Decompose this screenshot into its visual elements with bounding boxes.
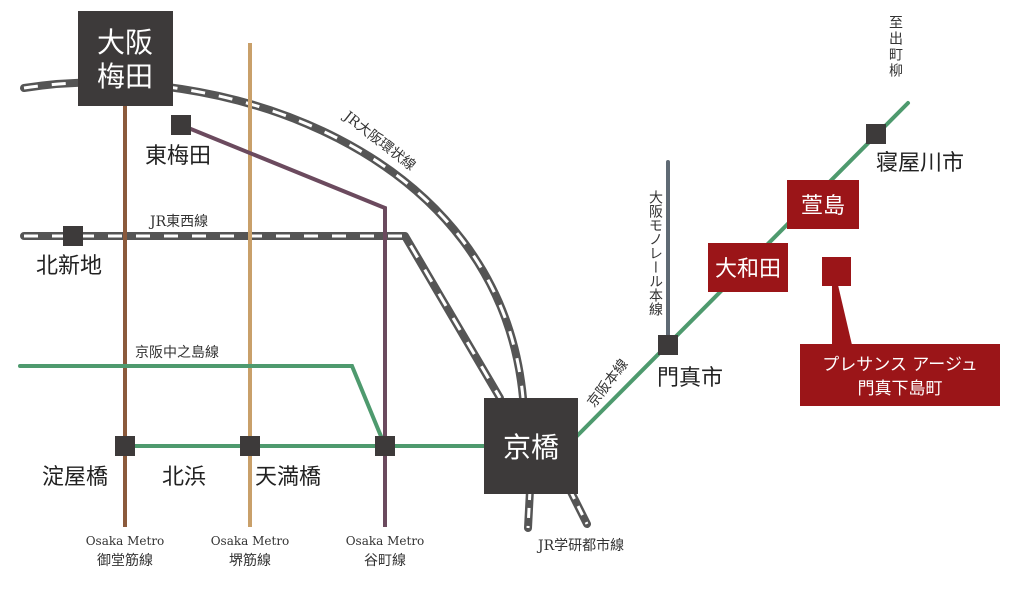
tanimachi-line [180,123,387,527]
station-kayashima [787,180,859,229]
label-jr-tozai: JR東西線 [148,214,208,230]
station-higashi-umeda [171,115,191,135]
station-kadomashi [658,335,678,355]
property-marker [822,257,851,286]
label-jr-gakkentoshi: JR学研都市線 [536,537,624,554]
station-yodoyabashi [115,436,135,456]
label-keihan-nakanoshima: 京阪中之島線 [135,345,219,361]
property-name: プレサンス アージュ [822,355,978,375]
label-kadomashi: 門真市 [657,366,723,391]
station-daiwada [708,243,788,292]
label-kitashinchi: 北新地 [36,254,102,279]
property-location: 門真下島町 [858,379,943,399]
station-kitashinchi [63,226,83,246]
label-metro-prefix-midosuji: Osaka Metro [86,534,165,548]
property-callout [800,344,1000,406]
umeda-label-1: 大阪 [97,26,153,59]
label-metro-prefix-sakaisuji: Osaka Metro [211,534,290,548]
station-neyagawashi [866,124,886,144]
kyobashi-hub [484,398,578,494]
umeda-label-2: 梅田 [97,60,153,93]
label-higashi-umeda: 東梅田 [145,144,211,169]
kyobashi-label: 京橋 [503,431,559,464]
label-tanimachi: 谷町線 [364,553,406,569]
label-neyagawashi: 寝屋川市 [876,151,964,176]
label-to-demachiyanagi: 至出町柳 [887,15,903,79]
label-metro-prefix-tanimachi: Osaka Metro [346,534,425,548]
label-kitahama: 北浜 [162,465,206,490]
label-sakaisuji: 堺筋線 [229,552,271,569]
jr-tozai-line [20,232,504,402]
umeda-hub [78,11,173,106]
label-kayashima: 萱島 [801,194,845,219]
label-daiwada: 大和田 [715,257,781,282]
label-yodoyabashi: 淀屋橋 [42,465,108,490]
jr-loop-line [20,78,527,402]
label-midosuji: 御堂筋線 [97,552,153,569]
station-temmabashi [375,436,395,456]
jr-gakkentoshi-line [524,486,591,532]
label-temmabashi: 天満橋 [255,465,321,490]
keihan-nakanoshima-line [18,364,387,448]
callout-pointer [832,285,852,345]
station-kitahama [240,436,260,456]
label-monorail: 大阪モノレール本線 [647,190,663,316]
